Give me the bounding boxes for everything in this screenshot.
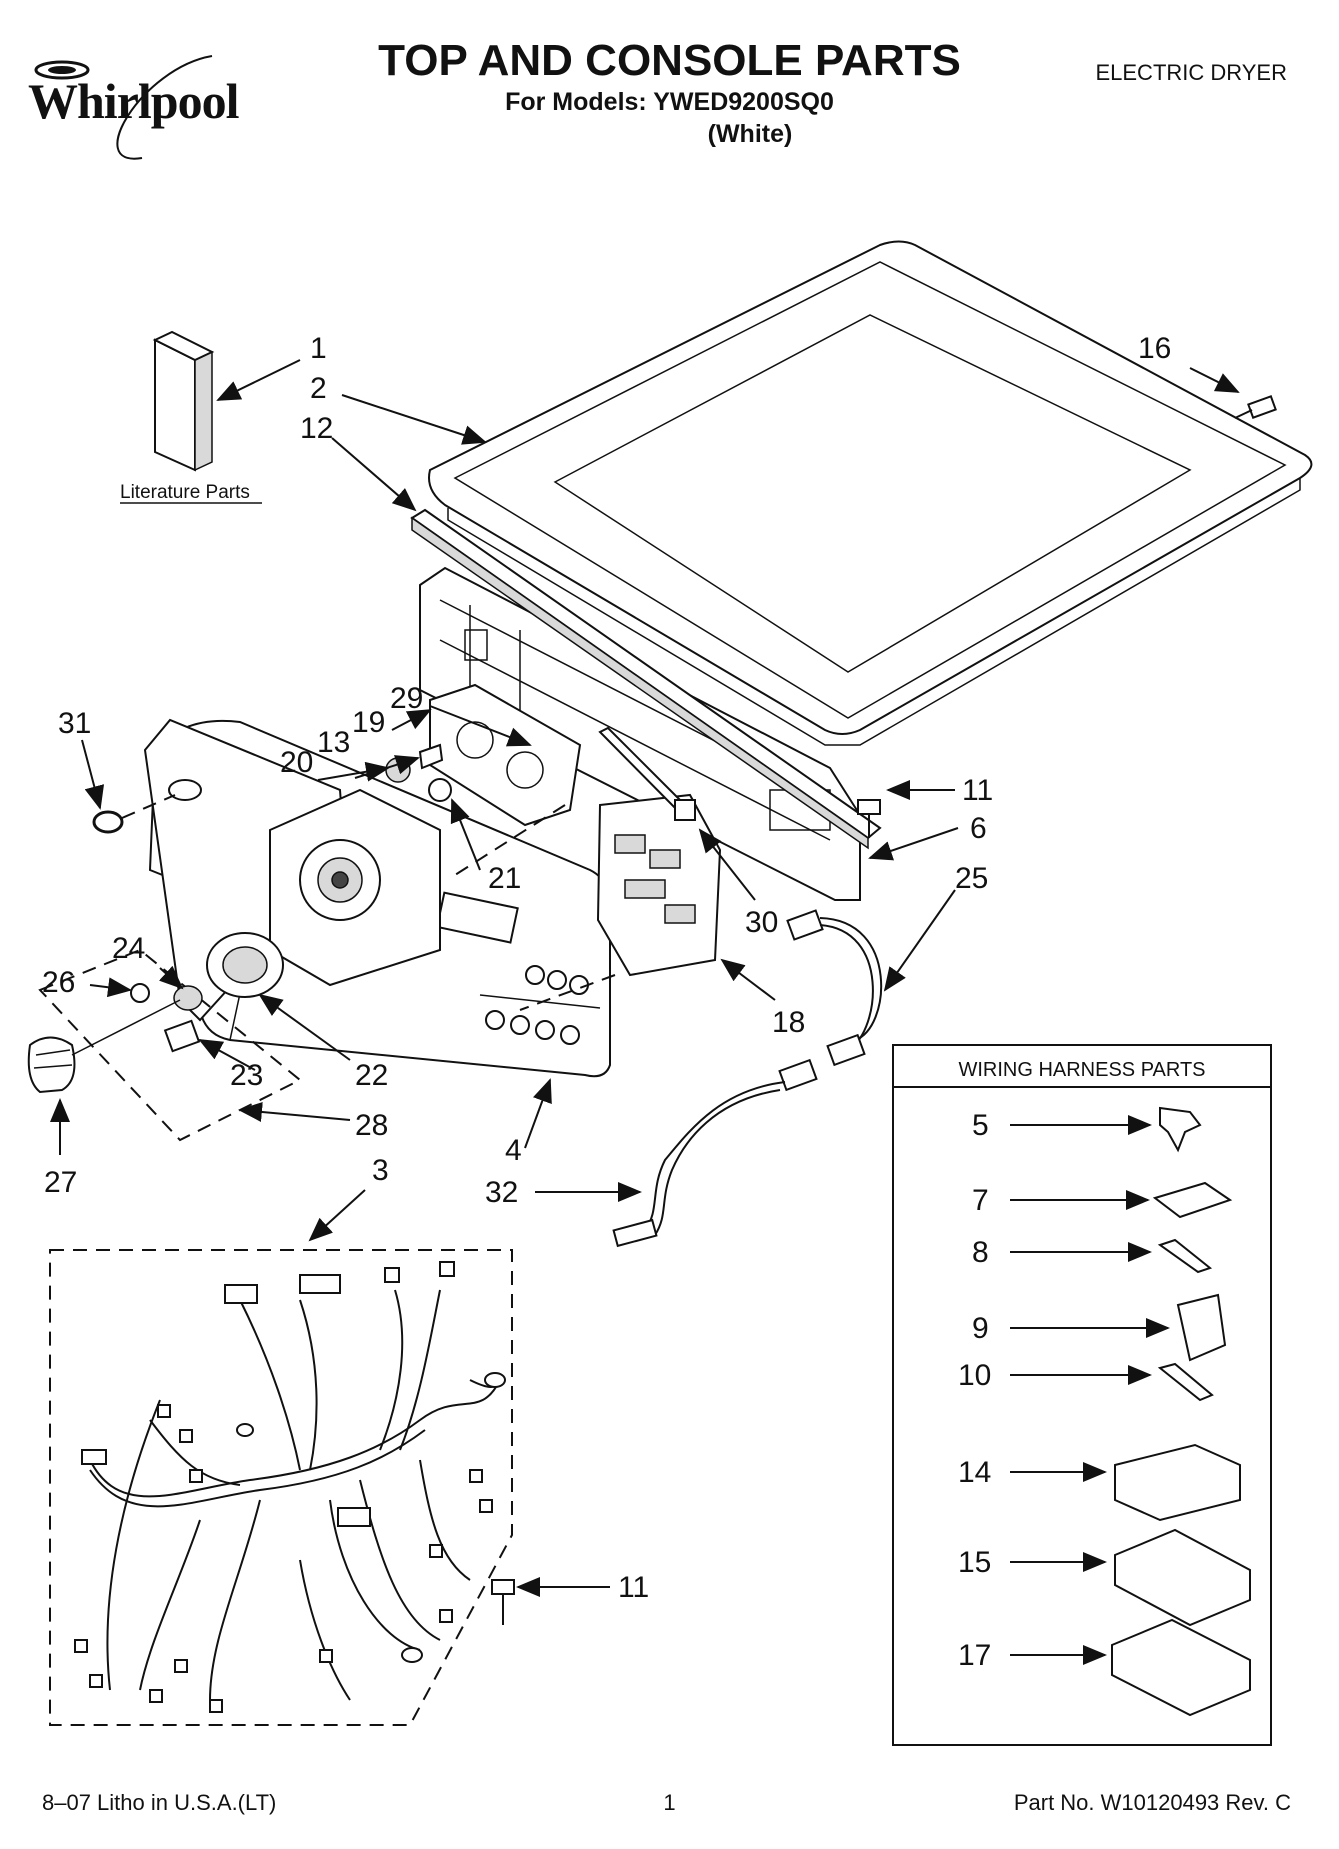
knob-assembly-box: [38, 948, 302, 1142]
wiring-item-8: 8: [972, 1236, 989, 1269]
product-type: ELECTRIC DRYER: [1095, 60, 1287, 85]
callout-32: 32: [485, 1176, 518, 1209]
top-panel: [428, 240, 1313, 746]
wiring-harness-parts-title: WIRING HARNESS PARTS: [958, 1059, 1205, 1081]
part-24: [173, 985, 203, 1011]
brand-name: Whirlpool: [28, 73, 239, 129]
screw-11-top: [857, 799, 881, 838]
wiring-part-15: [1114, 1528, 1251, 1627]
callout-18: 18: [772, 1006, 805, 1039]
part-21: [428, 778, 452, 802]
callout-11-bottom: 11: [618, 1571, 649, 1604]
callout-11-top: 11: [962, 774, 993, 807]
main-harness-box: [49, 1249, 513, 1726]
wiring-harness-parts-box: [892, 1044, 1272, 1746]
wire-harness-25: [786, 909, 883, 1067]
footer-litho: 8–07 Litho in U.S.A.(LT): [42, 1790, 277, 1815]
main-wire-harness: [74, 1261, 506, 1713]
wiring-part-7: [1152, 1181, 1233, 1219]
callout-31: 31: [58, 707, 91, 740]
wiring-item-5: 5: [972, 1109, 989, 1142]
wiring-part-5: [1159, 1106, 1202, 1153]
wiring-part-17: [1111, 1618, 1251, 1717]
wiring-item-9: 9: [972, 1312, 989, 1345]
wiring-part-8: [1157, 1238, 1213, 1274]
wire-harness-32: [612, 1058, 818, 1248]
part-26: [130, 983, 150, 1003]
callout-25: 25: [955, 862, 988, 895]
callout-16: 16: [1138, 332, 1171, 365]
whirlpool-logo: Whirlpool: [22, 48, 252, 168]
front-rail: [410, 508, 882, 850]
callout-23: 23: [230, 1059, 263, 1092]
callout-6: 6: [970, 812, 987, 845]
wiring-part-9: [1176, 1293, 1227, 1362]
wiring-part-10: [1157, 1362, 1214, 1402]
color-line: (White): [707, 120, 793, 148]
callout-13: 13: [317, 726, 350, 759]
callout-30: 30: [745, 906, 778, 939]
callout-leaders: [50, 359, 1240, 1597]
literature-booklet: [152, 330, 215, 472]
callout-22: 22: [355, 1059, 388, 1092]
wiring-item-17: 17: [958, 1639, 991, 1672]
part-23: [163, 1019, 201, 1053]
footer-part-number: Part No. W10120493 Rev. C: [1013, 1790, 1291, 1815]
cable-tie-30: [598, 726, 696, 821]
callout-3: 3: [372, 1154, 389, 1187]
knob-27: [27, 1036, 76, 1094]
wiring-item-14: 14: [958, 1456, 991, 1489]
ring-31: [92, 810, 124, 834]
callout-26: 26: [42, 966, 75, 999]
console-buttons: [485, 965, 589, 1045]
callout-27: 27: [44, 1166, 77, 1199]
encoder-ring-22: [206, 932, 284, 998]
screw-11-bottom: [491, 1579, 515, 1625]
clip-13: [418, 743, 444, 770]
footer-page-number: 1: [663, 1790, 676, 1815]
callout-29: 29: [390, 682, 423, 715]
screw-16: [1234, 395, 1277, 419]
wiring-item-15: 15: [958, 1546, 991, 1579]
callout-4: 4: [505, 1134, 522, 1167]
wiring-item-10: 10: [958, 1359, 991, 1392]
callout-20: 20: [280, 746, 313, 779]
wiring-item-7: 7: [972, 1184, 989, 1217]
logo-swirl-icon: [34, 55, 213, 160]
control-board: [596, 793, 722, 977]
callout-21: 21: [488, 862, 521, 895]
dial-housing: [269, 788, 441, 987]
callout-28: 28: [355, 1109, 388, 1142]
page-title: TOP AND CONSOLE PARTS: [378, 36, 961, 85]
callout-2: 2: [310, 372, 327, 405]
callout-19: 19: [352, 706, 385, 739]
callout-24: 24: [112, 932, 145, 965]
callout-1: 1: [310, 332, 327, 365]
literature-parts-label: Literature Parts: [120, 482, 250, 503]
models-line: For Models: YWED9200SQ0: [505, 88, 834, 116]
callout-12: 12: [300, 412, 333, 445]
wiring-part-14: [1114, 1443, 1241, 1522]
